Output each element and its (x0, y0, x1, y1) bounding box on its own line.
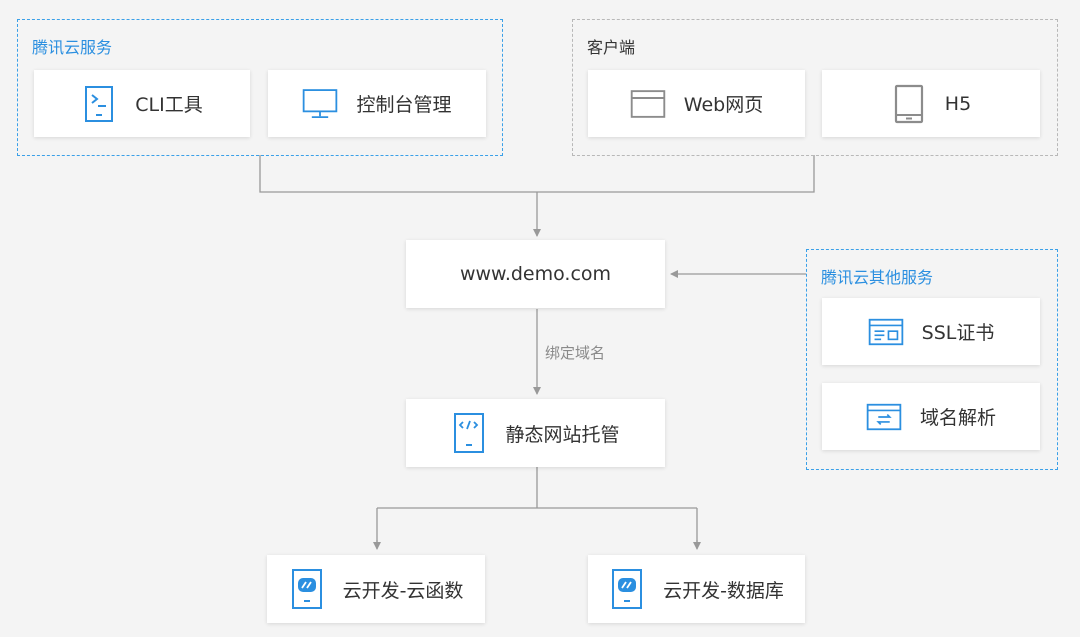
node-label: H5 (944, 92, 972, 115)
node-static-hosting: 静态网站托管 (406, 399, 665, 467)
group-label: 客户端 (587, 38, 636, 57)
node-web-page: Web网页 (588, 70, 805, 137)
dns-icon (866, 399, 902, 435)
group-label: 腾讯云服务 (32, 38, 113, 57)
node-label: 静态网站托管 (505, 423, 620, 446)
group-tencent-other-services: 腾讯云其他服务 (806, 249, 1058, 470)
terminal-icon (81, 85, 117, 122)
node-label: Web网页 (683, 94, 764, 116)
node-ssl-cert: SSL证书 (822, 298, 1040, 365)
node-cloud-database: 云开发-数据库 (588, 555, 805, 623)
node-label: 云开发-云函数 (342, 579, 464, 602)
node-label: www.demo.com (459, 263, 612, 285)
code-file-icon (451, 413, 487, 453)
monitor-icon (302, 86, 338, 122)
tablet-icon (891, 84, 927, 123)
node-label: SSL证书 (921, 322, 995, 344)
group-tencent-cloud-services: 腾讯云服务 (17, 19, 503, 156)
edge-label-bind-domain: 绑定域名 (545, 344, 606, 362)
node-domain: www.demo.com (406, 240, 665, 308)
group-client: 客户端 (572, 19, 1058, 156)
node-label: 域名解析 (919, 407, 996, 429)
node-label: 云开发-数据库 (663, 579, 784, 602)
edge-hosting-to-cloudbase (376, 467, 698, 548)
group-label: 腾讯云其他服务 (821, 268, 934, 287)
node-h5: H5 (822, 70, 1040, 137)
node-console: 控制台管理 (268, 70, 486, 137)
browser-window-icon (630, 86, 666, 122)
edge-services-to-domain (259, 155, 815, 193)
node-dns: 域名解析 (822, 383, 1040, 450)
cloudbase-icon (609, 569, 645, 609)
node-cloud-function: 云开发-云函数 (267, 555, 485, 623)
node-label: 控制台管理 (356, 94, 452, 116)
certificate-icon (868, 314, 904, 350)
node-label: CLI工具 (135, 94, 203, 116)
node-cli-tool: CLI工具 (34, 70, 250, 137)
cloudbase-icon (289, 569, 325, 609)
